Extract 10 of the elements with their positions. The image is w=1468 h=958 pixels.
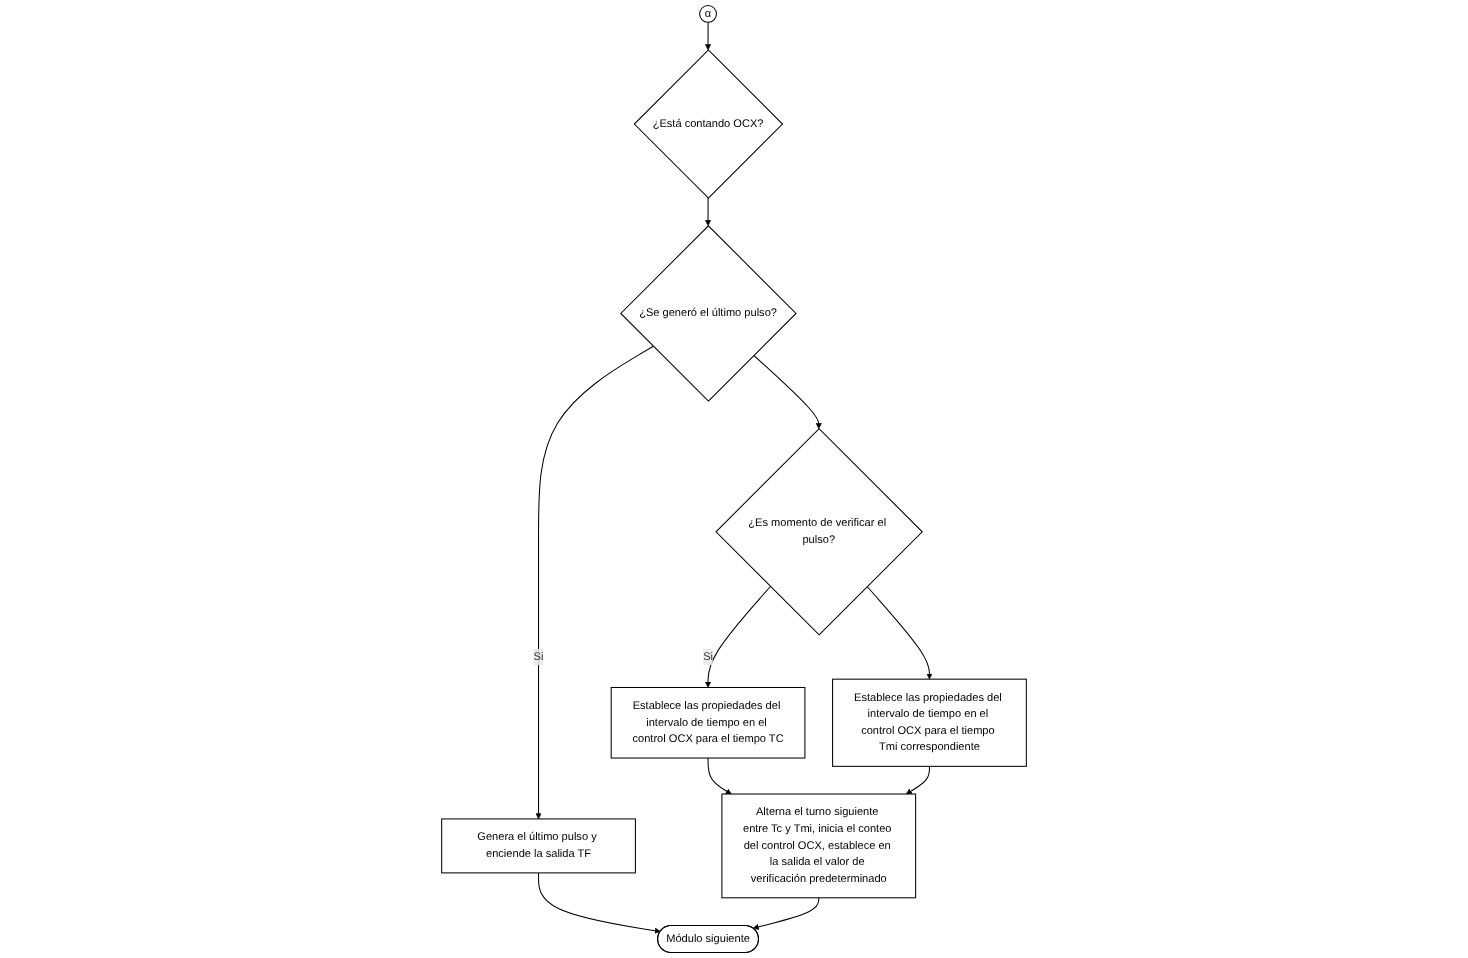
arrow <box>752 897 820 930</box>
arrow <box>535 345 654 820</box>
arrow <box>538 872 661 934</box>
arrow <box>705 586 771 688</box>
arrow <box>866 586 933 680</box>
arrow <box>753 354 822 429</box>
arrow <box>707 757 732 795</box>
arrow <box>705 21 712 51</box>
arrow <box>705 197 712 227</box>
arrow <box>905 765 930 795</box>
